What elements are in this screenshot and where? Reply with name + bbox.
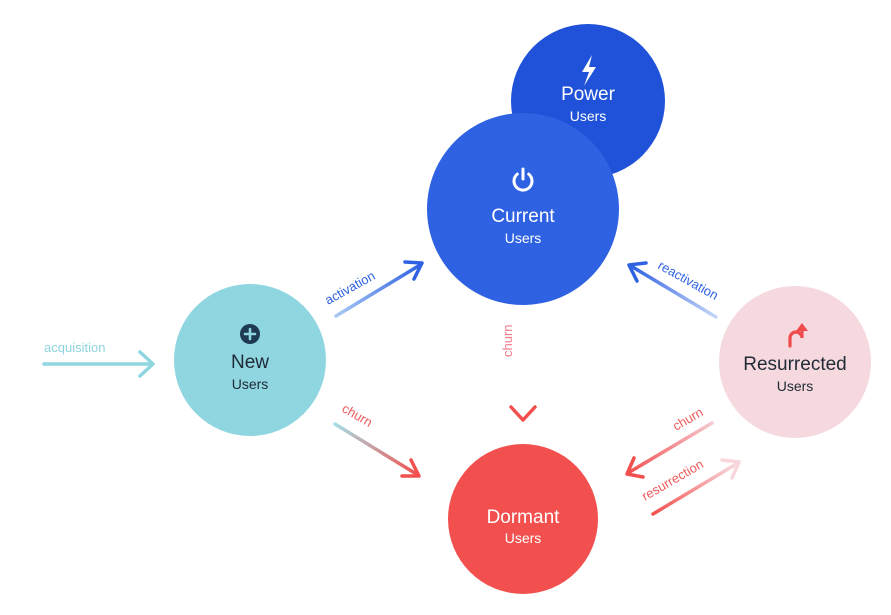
resurrected-users-subtitle: Users (777, 378, 814, 394)
power-users-title: Power (561, 84, 616, 105)
reactivation-label: reactivation (656, 258, 721, 303)
new-users-subtitle: Users (232, 376, 269, 392)
dormant-users-title: Dormant (487, 507, 561, 528)
new-users-node: New Users (174, 284, 326, 436)
churn-resurrected-arrow (625, 421, 714, 479)
churn-new-label: churn (340, 401, 376, 430)
churn-new-arrow (333, 422, 421, 478)
resurrection-arrow (651, 458, 741, 516)
acquisition-label: acquisition (44, 340, 105, 355)
power-icon (512, 167, 534, 192)
resurrection-label: resurrection (639, 456, 706, 503)
activation-label: activation (322, 268, 377, 308)
current-users-node: Current Users (427, 113, 619, 305)
plus-circle-icon (240, 324, 260, 344)
curved-up-arrow-icon (788, 323, 808, 348)
reactivation-arrow (627, 261, 718, 319)
dormant-users-node: Dormant Users (448, 444, 598, 594)
resurrected-users-title: Resurrected (743, 354, 847, 375)
power-users-subtitle: Users (570, 108, 607, 124)
churn-current-label: churn (500, 324, 515, 357)
activation-arrow (334, 260, 424, 318)
current-users-subtitle: Users (505, 230, 542, 246)
acquisition-arrow (42, 350, 155, 378)
dormant-users-subtitle: Users (505, 530, 542, 546)
lightning-bolt-icon (582, 55, 596, 86)
new-users-title: New (231, 352, 269, 373)
current-users-title: Current (491, 206, 555, 227)
churn-current-arrow (509, 318, 537, 422)
resurrected-users-node: Resurrected Users (719, 286, 871, 438)
